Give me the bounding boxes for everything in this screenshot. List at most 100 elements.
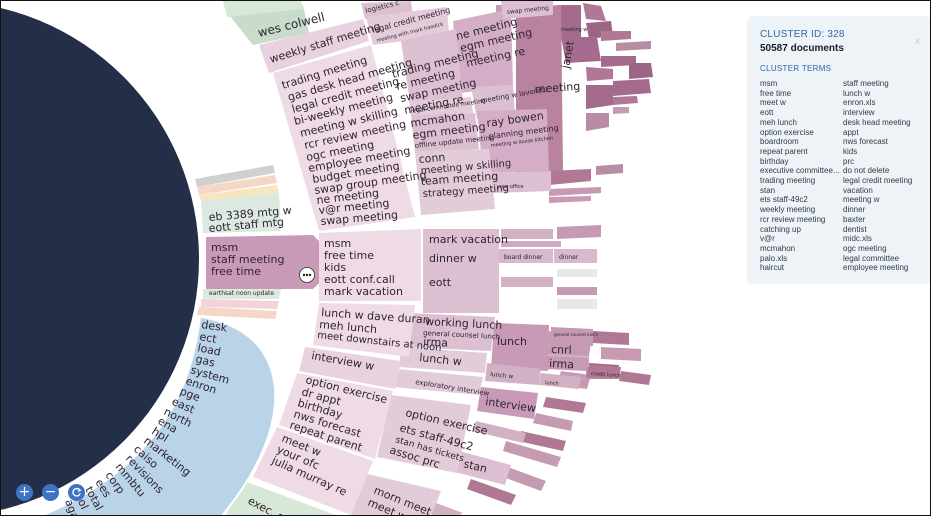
cluster-term[interactable]: birthday [760, 156, 789, 166]
segment-board-dinner[interactable] [499, 249, 553, 263]
segment-strip-peach[interactable] [197, 175, 277, 195]
segment-ring6-b[interactable] [583, 3, 606, 21]
segment-ring6-x[interactable] [501, 277, 553, 287]
segment-ring6-r[interactable] [549, 196, 591, 203]
segment-ring6-af[interactable] [543, 397, 586, 413]
cluster-term[interactable]: option exercise [760, 127, 814, 137]
segment-stan-block[interactable] [451, 451, 511, 485]
cluster-term[interactable]: rcr review meeting [760, 214, 826, 224]
segment-ring6-d[interactable] [601, 31, 631, 41]
segment-wes-colwell[interactable] [229, 5, 309, 45]
cluster-term[interactable]: appt [843, 127, 859, 137]
segment-interview-w[interactable] [299, 347, 401, 389]
cluster-term[interactable]: free time [760, 88, 792, 98]
segment-irma-small[interactable] [545, 356, 589, 371]
segment-ring6-s[interactable] [501, 229, 553, 239]
segment-ring6-w[interactable] [557, 269, 597, 277]
center-disc[interactable] [1, 1, 199, 515]
segment-ring6-o[interactable] [549, 169, 591, 185]
cluster-term[interactable]: nws forecast [843, 137, 888, 147]
more-options-button[interactable] [299, 267, 315, 283]
segment-legal-committee[interactable] [409, 97, 473, 117]
segment-ring6-ab[interactable] [601, 347, 641, 361]
cluster-term[interactable]: vacation [843, 185, 873, 195]
cluster-term[interactable]: kids [843, 146, 858, 156]
cluster-term[interactable]: desk head meeting [843, 117, 911, 127]
cluster-term[interactable]: weekly meeting [760, 205, 816, 215]
segment-eb-block[interactable] [201, 193, 281, 233]
segment-ring6-u[interactable] [501, 241, 561, 247]
segment-ray-bowen[interactable] [477, 109, 549, 173]
segment-msm-block[interactable] [319, 229, 421, 301]
segment-weekly-staff[interactable] [259, 19, 369, 73]
segment-ring6-ah[interactable] [518, 431, 566, 451]
segment-ring6-aj[interactable] [473, 421, 526, 443]
cluster-term[interactable]: dentist [843, 224, 867, 234]
segment-ring6-a[interactable] [558, 5, 581, 37]
cluster-term[interactable]: executive committee... [760, 166, 840, 176]
segment-ring6-e[interactable] [616, 41, 651, 51]
cluster-term[interactable]: prc [843, 156, 855, 166]
cluster-term[interactable]: catching up [760, 224, 801, 234]
segment-ring6-j[interactable] [613, 107, 629, 114]
segment-lunch-small[interactable] [539, 373, 581, 389]
segment-ring6-aa[interactable] [593, 331, 629, 345]
segment-ring6-g[interactable] [629, 63, 653, 79]
cluster-term[interactable]: repeat parent [760, 146, 808, 156]
segment-strip-gray[interactable] [195, 165, 275, 187]
segment-exploratory[interactable] [393, 369, 483, 395]
zoom-out-button[interactable]: − [42, 484, 59, 501]
segment-mcmahon[interactable] [411, 113, 479, 153]
segment-lunch-w[interactable] [313, 303, 415, 357]
segment-ring6-y[interactable] [557, 287, 597, 295]
cluster-term[interactable]: palo.xls [760, 253, 788, 263]
cluster-term[interactable]: lunch w [843, 88, 871, 98]
cluster-term[interactable]: do not delete [843, 166, 890, 176]
segment-general-counsel[interactable] [551, 327, 593, 341]
segment-strip-peach2[interactable] [197, 307, 277, 319]
cluster-term[interactable]: meet w [760, 98, 786, 108]
segment-morn[interactable] [351, 473, 441, 515]
segment-ring6-ag[interactable] [533, 413, 573, 431]
segment-ring6-i[interactable] [613, 96, 638, 105]
segment-meet-block[interactable] [253, 427, 373, 515]
segment-working-lunch[interactable] [405, 313, 495, 351]
segment-your-office[interactable] [491, 171, 551, 193]
cluster-term[interactable]: staff meeting [843, 79, 889, 88]
cluster-term[interactable]: msm [760, 79, 778, 88]
segment-ring6-h[interactable] [613, 79, 651, 96]
segment-credit-lunch[interactable] [587, 365, 621, 379]
segment-dinner-small[interactable] [554, 249, 597, 263]
segment-ring6-m[interactable] [586, 85, 613, 109]
segment-strip-yellow[interactable] [199, 185, 279, 201]
segment-cnrl[interactable] [548, 341, 591, 356]
cluster-term[interactable]: v@r [760, 234, 775, 244]
segment-ring6-k[interactable] [561, 37, 601, 63]
segment-ring6-n[interactable] [586, 113, 609, 131]
cluster-term[interactable]: eott [760, 108, 774, 118]
zoom-in-button[interactable]: + [16, 484, 33, 501]
segment-option-block[interactable] [279, 373, 393, 459]
segment-ring6-f[interactable] [601, 56, 636, 67]
segment-interview-right[interactable] [477, 387, 538, 419]
cluster-term[interactable]: ogc meeting [843, 243, 887, 253]
segment-ring6-l[interactable] [586, 67, 613, 81]
segment-swap-top[interactable] [501, 1, 553, 19]
cluster-term[interactable]: employee meeting [843, 263, 909, 273]
cluster-term[interactable]: meh lunch [760, 117, 797, 127]
cluster-term[interactable]: legal committee [843, 253, 900, 263]
segment-lunch-mid[interactable] [485, 363, 541, 385]
cluster-term[interactable]: legal credit meeting [843, 176, 913, 186]
segment-option2[interactable] [377, 395, 471, 473]
segment-ring6-p[interactable] [596, 164, 623, 175]
cluster-term[interactable]: baxter [843, 214, 866, 224]
segment-conn[interactable] [415, 149, 495, 215]
segment-ring6-al[interactable] [467, 479, 516, 505]
cluster-term[interactable]: midc.xls [843, 234, 872, 244]
cluster-term[interactable]: dinner [843, 205, 866, 215]
segment-strip-pink[interactable] [201, 299, 279, 309]
segment-ring6-z[interactable] [557, 299, 597, 309]
segment-blue-ring[interactable] [41, 317, 276, 515]
segment-ring6-q[interactable] [549, 187, 601, 196]
